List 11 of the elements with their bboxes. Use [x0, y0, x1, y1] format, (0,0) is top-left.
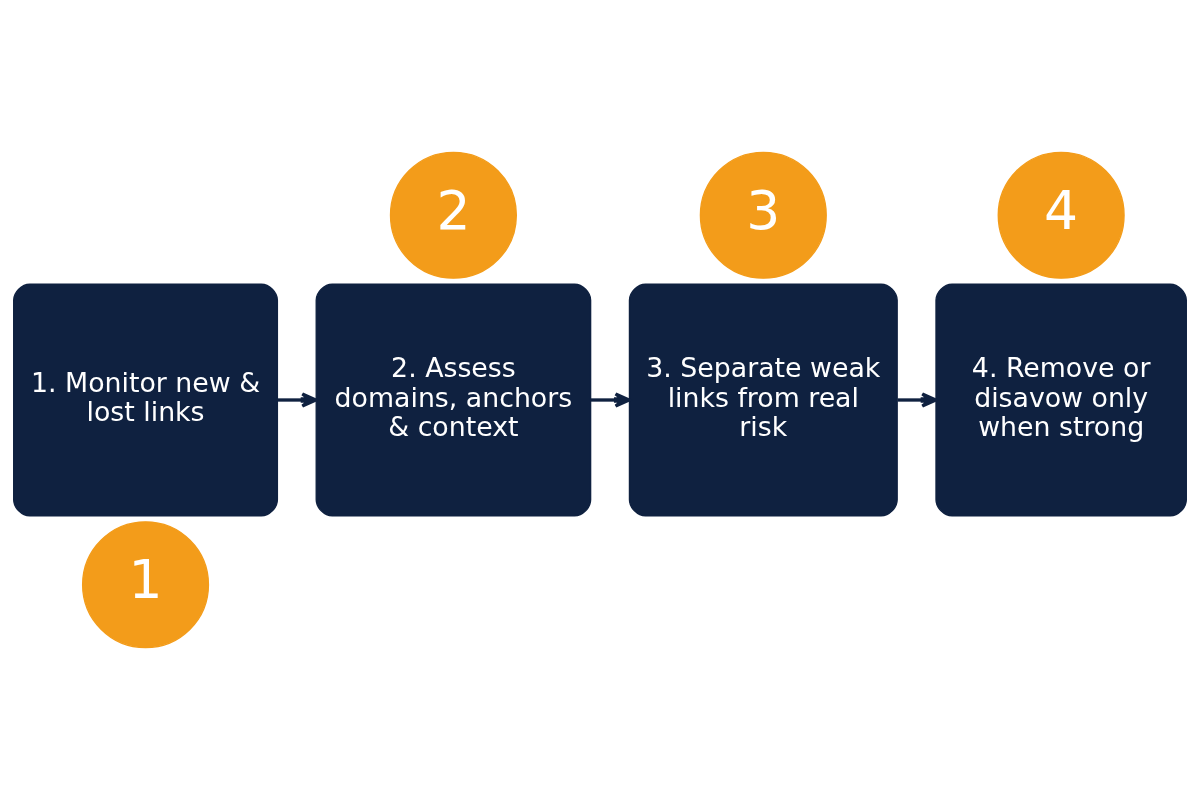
node-box: 3. Separate weak links from real risk	[628, 283, 898, 517]
node-circle: 4	[997, 151, 1125, 279]
node-box: 1. Monitor new & lost links	[13, 283, 279, 517]
arrow	[897, 392, 938, 408]
arrow	[277, 392, 318, 408]
node-circle: 2	[389, 151, 517, 279]
node-box: 4. Remove or disavow only when strong	[935, 283, 1187, 517]
node-circle: 3	[699, 151, 827, 279]
arrow	[590, 392, 631, 408]
node-box: 2. Assess domains, anchors & context	[315, 283, 592, 517]
node-circle: 1	[81, 521, 210, 649]
